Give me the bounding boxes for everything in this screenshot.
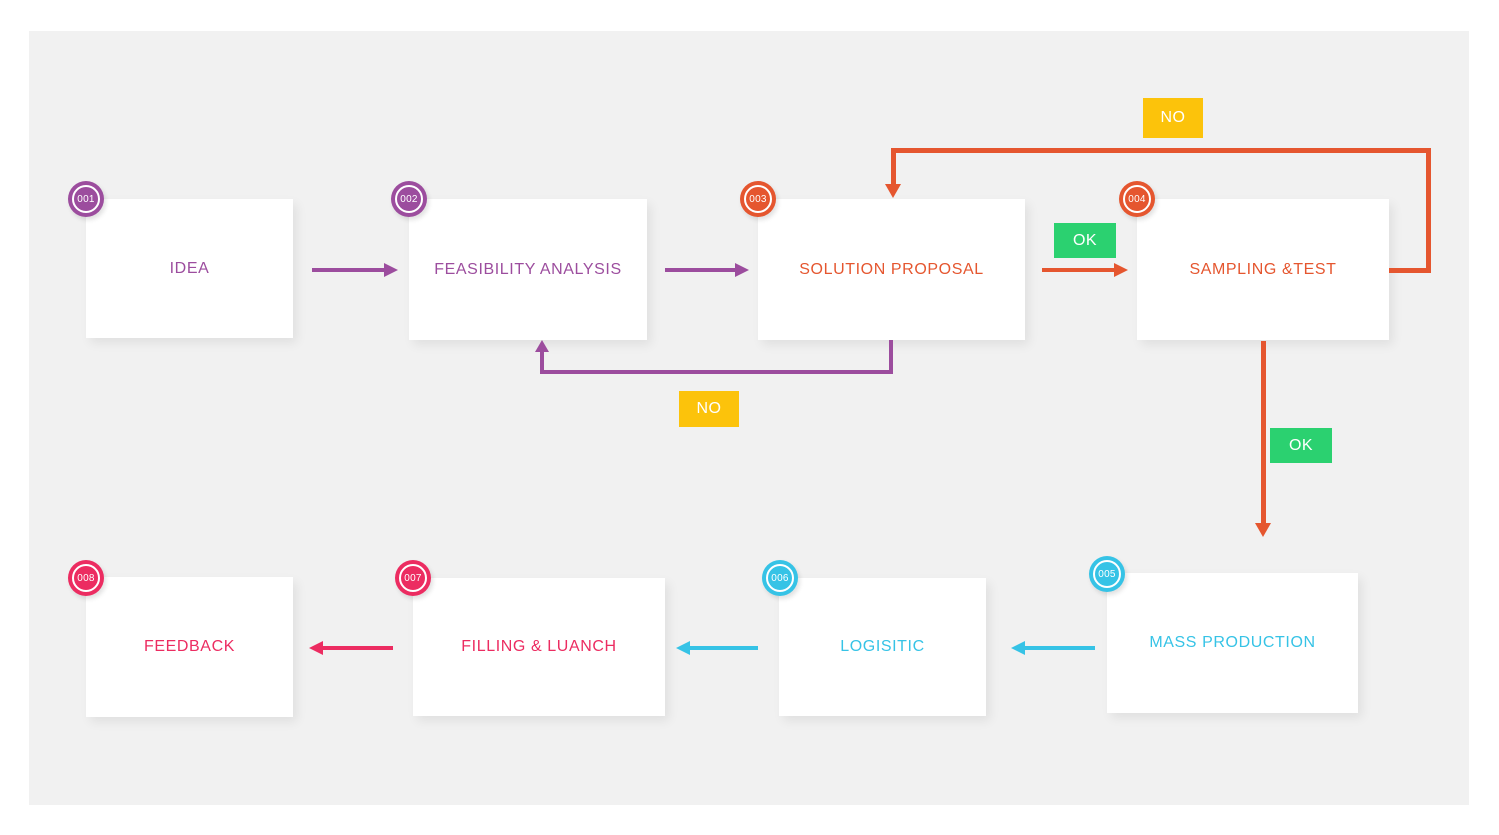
ok-label-text: OK [1072, 231, 1098, 249]
step-badge-006: 006 [762, 560, 798, 596]
node-filling-launch: FILLING & LUANCH [413, 578, 665, 716]
step-number-008: 008 [72, 564, 100, 592]
no-label-sampling-loop: NO [1143, 98, 1203, 138]
node-logistic-label: LOGISITIC [840, 638, 925, 655]
step-badge-008: 008 [68, 560, 104, 596]
arrow-line [1261, 341, 1266, 523]
node-feasibility-analysis-label: FEASIBILITY ANALYSIS [434, 260, 622, 278]
node-idea: IDEA [86, 199, 293, 338]
loop-line [891, 148, 896, 186]
node-feedback: FEEDBACK [86, 577, 293, 717]
node-idea-label: IDEA [169, 259, 210, 277]
step-badge-007: 007 [395, 560, 431, 596]
loop-line [889, 340, 893, 374]
arrow-line [1025, 646, 1095, 650]
loop-line [540, 370, 893, 374]
step-number-007: 007 [399, 564, 427, 592]
node-logistic: LOGISITIC [779, 578, 986, 716]
node-sampling-test-label: SAMPLING &TEST [1189, 260, 1337, 278]
arrow-line [665, 268, 735, 272]
step-number-003: 003 [744, 185, 772, 213]
node-filling-launch-label: FILLING & LUANCH [461, 638, 617, 655]
node-solution-proposal-label: SOLUTION PROPOSAL [799, 260, 984, 278]
step-number-004: 004 [1123, 185, 1151, 213]
node-solution-proposal: SOLUTION PROPOSAL [758, 199, 1025, 340]
step-badge-005: 005 [1089, 556, 1125, 592]
arrowhead-down-icon [885, 184, 901, 198]
no-label-solution-loop: NO [679, 391, 739, 427]
step-number-002: 002 [395, 185, 423, 213]
step-badge-003: 003 [740, 181, 776, 217]
arrow-line [312, 268, 384, 272]
arrowhead-up-icon [535, 340, 549, 352]
arrowhead-left-icon [1011, 641, 1025, 655]
node-mass-production: MASS PRODUCTION [1107, 573, 1358, 713]
arrow-line [1042, 268, 1114, 272]
node-sampling-test: SAMPLING &TEST [1137, 199, 1389, 340]
step-badge-004: 004 [1119, 181, 1155, 217]
node-feedback-label: FEEDBACK [143, 638, 236, 655]
loop-line [1389, 268, 1431, 273]
loop-line [540, 351, 544, 374]
arrowhead-right-icon [735, 263, 749, 277]
step-number-006: 006 [766, 564, 794, 592]
arrow-line [690, 646, 758, 650]
ok-label-text: OK [1288, 436, 1314, 454]
arrow-line [323, 646, 393, 650]
step-badge-001: 001 [68, 181, 104, 217]
node-feasibility-analysis: FEASIBILITY ANALYSIS [409, 199, 647, 340]
arrowhead-right-icon [1114, 263, 1128, 277]
node-mass-production-label: MASS PRODUCTION [1149, 634, 1316, 651]
arrowhead-left-icon [309, 641, 323, 655]
arrowhead-down-icon [1255, 523, 1271, 537]
ok-label-solution-to-sampling: OK [1054, 223, 1116, 258]
step-number-001: 001 [72, 185, 100, 213]
no-label-text: NO [696, 400, 722, 417]
step-badge-002: 002 [391, 181, 427, 217]
no-label-text: NO [1160, 109, 1186, 126]
arrowhead-right-icon [384, 263, 398, 277]
ok-label-sampling-to-mass: OK [1270, 428, 1332, 463]
step-number-005: 005 [1093, 560, 1121, 588]
loop-line [1426, 148, 1431, 273]
loop-line [891, 148, 1431, 153]
arrowhead-left-icon [676, 641, 690, 655]
